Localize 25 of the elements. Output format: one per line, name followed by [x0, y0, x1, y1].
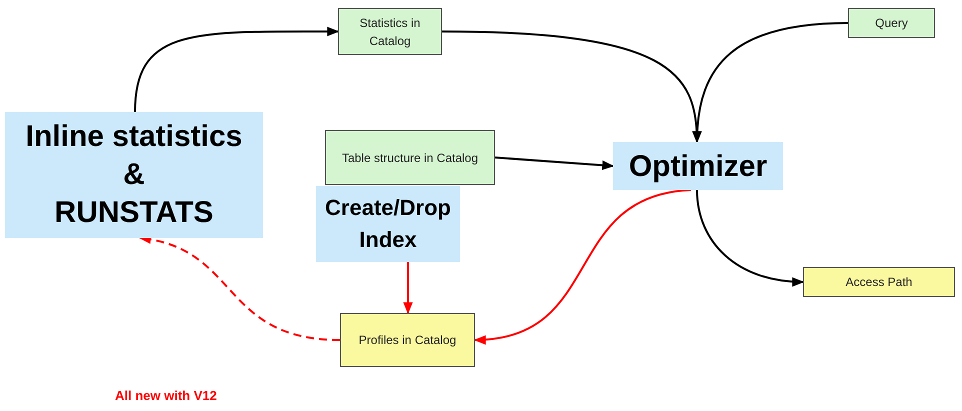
data-box [803, 267, 955, 297]
node-label: Statistics in Catalog [358, 14, 422, 50]
process-box [316, 186, 460, 262]
node-label: Inline statistics [26, 119, 242, 155]
data-box [325, 130, 495, 185]
process-box [613, 142, 783, 190]
data-box [340, 313, 475, 367]
node-label: RUNSTATS [54, 195, 214, 231]
note: All new with V12 [115, 387, 217, 405]
arrow [692, 22, 848, 144]
arrow [474, 189, 692, 344]
data-box [338, 8, 442, 55]
node-label: Create/Drop Index [324, 194, 452, 254]
process-box [5, 112, 263, 238]
arrow [696, 190, 804, 286]
node-label: Optimizer [628, 148, 768, 184]
arrow [403, 262, 413, 314]
node-label: & [123, 157, 145, 193]
node-label: Access Path [846, 274, 912, 291]
arrow [134, 26, 340, 112]
node-label: Profiles in Catalog [358, 332, 456, 349]
data-box [848, 8, 935, 38]
node-label: Table structure in Catalog [342, 150, 478, 166]
arrow [494, 156, 614, 170]
node-label: Query [875, 15, 908, 32]
